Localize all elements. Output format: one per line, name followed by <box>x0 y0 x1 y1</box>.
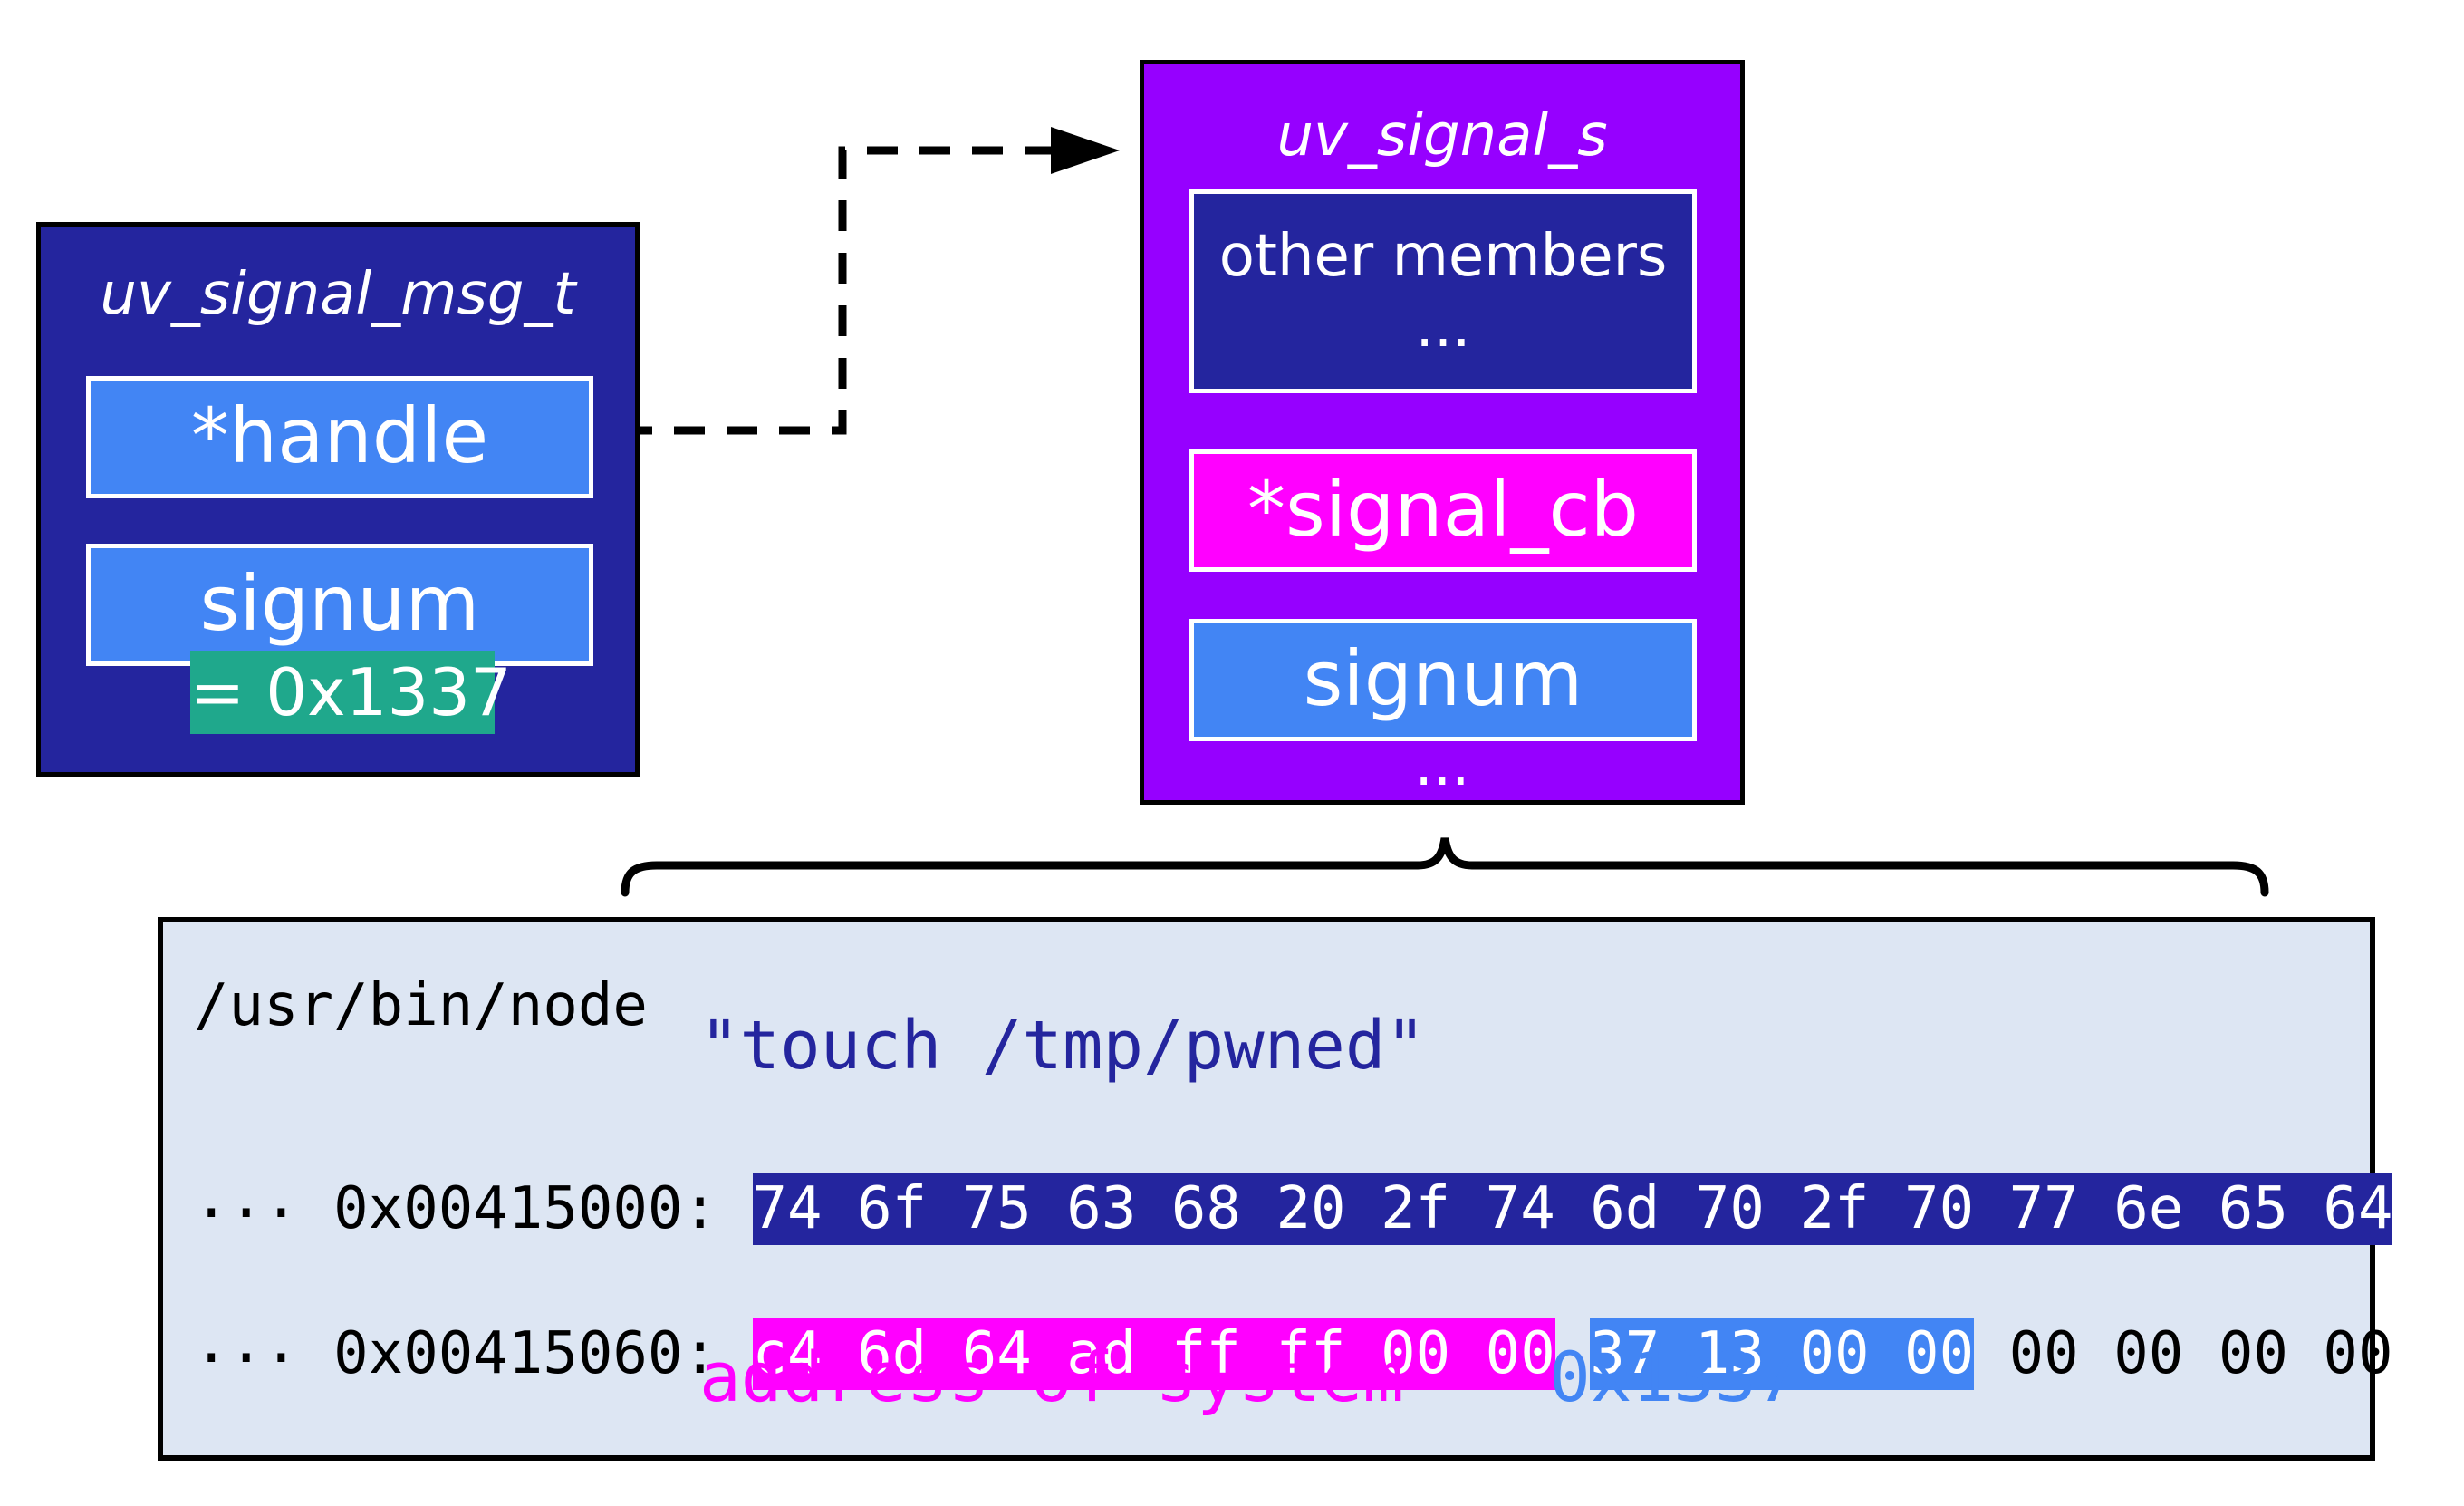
other-members-field: other members ... <box>1189 189 1697 393</box>
pointer-arrow <box>569 127 1120 435</box>
address-label: 0x00415000: <box>333 1175 753 1242</box>
other-members-label: other members <box>1218 223 1668 290</box>
handle-field: *handle <box>86 376 593 498</box>
signum-label: signum <box>1303 634 1583 723</box>
signum-value-label: 0x1337 <box>1549 1337 1798 1417</box>
gap-ellipsis: ... <box>194 1309 299 1376</box>
signum-field: signum <box>86 544 593 666</box>
trailing-bytes: 00 00 00 00 <box>2008 1320 2393 1387</box>
struct-title: uv_signal_msg_t <box>100 261 576 328</box>
memory-row-1: 0x00415000: 74 6f 75 63 68 20 2f 74 6d 7… <box>194 1100 2393 1318</box>
uv-signal-msg-t-struct: uv_signal_msg_t *handle signum = 0x1337 <box>36 222 640 777</box>
signal-cb-field: *signal_cb <box>1189 449 1697 572</box>
signum-field: signum <box>1189 619 1697 741</box>
gap-ellipsis: ... <box>194 1164 299 1231</box>
address-label: 0x00415060: <box>333 1320 753 1387</box>
binary-path: /usr/bin/node <box>194 972 648 1039</box>
memory-row-2: 0x00415060: c4 6d 64 ad ff ff 00 00 37 1… <box>194 1245 2392 1463</box>
handle-label: *handle <box>190 391 489 480</box>
uv-signal-s-struct: uv_signal_s other members ... *signal_cb… <box>1140 60 1745 805</box>
system-address-bytes: c4 6d 64 ad ff ff 00 00 <box>752 1318 1555 1390</box>
curly-brace <box>621 837 2269 897</box>
signal-cb-label: *signal_cb <box>1247 465 1639 554</box>
signum-label: signum <box>199 559 480 648</box>
signum-value-badge: = 0x1337 <box>190 651 512 734</box>
string-annotation: "touch /tmp/pwned" <box>699 1007 1426 1085</box>
arrowhead-icon <box>1051 127 1120 174</box>
other-members-ellipsis: ... <box>1415 294 1471 361</box>
struct-title: uv_signal_s <box>1276 102 1608 169</box>
string-bytes: 74 6f 75 63 68 20 2f 74 6d 70 2f 70 77 6… <box>752 1173 2393 1245</box>
signum-bytes: 37 13 00 00 <box>1590 1318 1975 1390</box>
system-address-label: address of system <box>699 1337 1404 1417</box>
bottom-ellipsis: ... <box>1414 732 1470 799</box>
memory-dump-panel: /usr/bin/node "touch /tmp/pwned" 0x00415… <box>158 917 2393 1461</box>
